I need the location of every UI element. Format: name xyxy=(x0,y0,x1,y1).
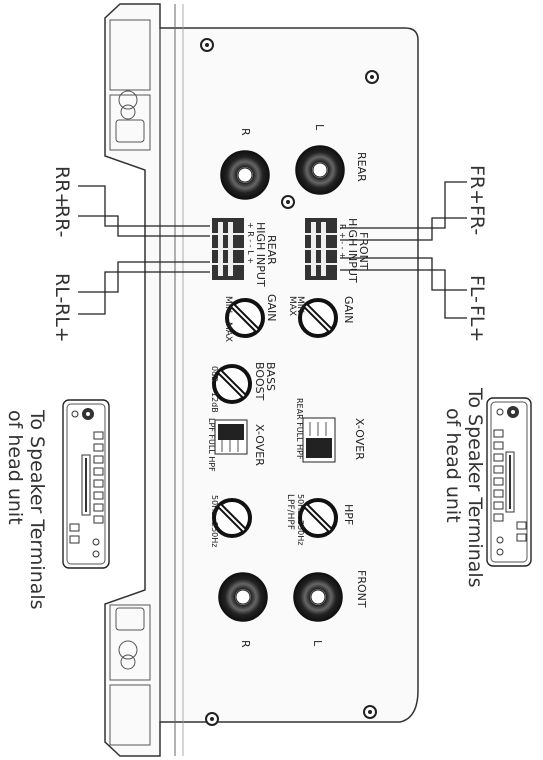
front-label: FRONT xyxy=(355,570,368,608)
rear-gain-min: MIN xyxy=(223,296,233,313)
front-gain-min: MIN xyxy=(295,296,305,313)
front-xover-label: X-OVER xyxy=(353,418,366,460)
bass-boost-knob: 0dB 12dB BASS BOOST xyxy=(210,362,277,413)
front-terminal-polarity: R + - - + xyxy=(338,224,347,259)
rr-plus-label: RR+ xyxy=(51,166,73,208)
rear-speaker-caption-1: To Speaker Terminals xyxy=(26,409,48,610)
hpf-label: HPF xyxy=(342,504,355,525)
front-hpf-knob: 50Hz 250Hz LPF/HPF HPF xyxy=(285,494,355,545)
bass-boost-12db: 12dB xyxy=(210,392,219,413)
front-xover-options: REAR FULL HPF xyxy=(295,398,304,460)
rear-gain-max: MAX xyxy=(223,322,233,342)
rear-terminal-polarity: + R - - L + xyxy=(246,222,255,264)
rear-head-unit xyxy=(62,399,110,569)
bass-label: BASS xyxy=(264,362,277,391)
rear-high-input-terminal xyxy=(212,218,244,280)
rl-minus-label: RL- xyxy=(51,273,73,303)
rear-l-label: L xyxy=(313,124,326,131)
rear-freq-250hz: 250Hz xyxy=(210,522,219,547)
lpf-hpf-label: LPF/HPF xyxy=(285,494,295,530)
front-xover-switch: REAR FULL HPF X-OVER xyxy=(295,398,366,463)
fr-plus-label: FR+ xyxy=(466,165,488,205)
fl-plus-label: FL+ xyxy=(466,305,488,342)
fr-minus-label: FR- xyxy=(466,205,488,235)
rl-plus-label: RL+ xyxy=(51,303,73,343)
rear-xover-label: X-OVER xyxy=(253,424,266,466)
front-speaker-caption-2: of head unit xyxy=(442,408,464,523)
front-head-unit xyxy=(486,397,532,567)
front-freq-250hz: 250Hz xyxy=(296,520,305,545)
front-rca-inputs: R L FRONT xyxy=(218,570,368,648)
front-gain-knob: MIN MAX GAIN xyxy=(287,296,355,338)
bass-boost-0db: 0dB xyxy=(210,366,219,382)
front-gain-max: MAX xyxy=(287,296,297,316)
front-freq-50hz: 50Hz xyxy=(296,494,305,514)
rear-high-input-title: REAR xyxy=(265,235,278,265)
front-wires xyxy=(340,181,467,319)
amplifier-chassis xyxy=(104,3,419,757)
rear-gain-label: GAIN xyxy=(265,294,278,322)
front-r-label: R xyxy=(239,640,252,648)
rear-rca-inputs: R L REAR xyxy=(220,124,368,200)
rear-r-label: R xyxy=(239,128,252,136)
front-speaker-caption-1: To Speaker Terminals xyxy=(464,387,486,588)
rear-lpf-hpf-knob: 50Hz 250Hz xyxy=(210,495,252,547)
front-gain-label: GAIN xyxy=(342,296,355,324)
front-high-input-title: FRONT xyxy=(357,232,370,270)
front-high-input-label: HIGH INPUT xyxy=(346,218,359,283)
rear-xover-switch: LPF FULL HPF X-OVER xyxy=(207,418,266,472)
rear-label: REAR xyxy=(355,152,368,182)
rear-high-input-label: HIGH INPUT xyxy=(254,222,267,287)
fl-minus-label: FL- xyxy=(466,275,488,303)
rear-wires xyxy=(78,185,210,315)
mounting-screws xyxy=(200,38,379,726)
front-l-label: L xyxy=(311,640,324,647)
rear-speaker-caption-2: of head unit xyxy=(4,410,26,525)
rear-freq-50hz: 50Hz xyxy=(210,495,219,515)
boost-label: BOOST xyxy=(253,362,266,401)
rear-gain-knob: MIN MAX GAIN xyxy=(223,294,278,342)
rr-minus-label: RR- xyxy=(51,205,73,238)
rear-xover-options: LPF FULL HPF xyxy=(207,418,216,472)
front-high-input-terminal xyxy=(305,218,337,280)
